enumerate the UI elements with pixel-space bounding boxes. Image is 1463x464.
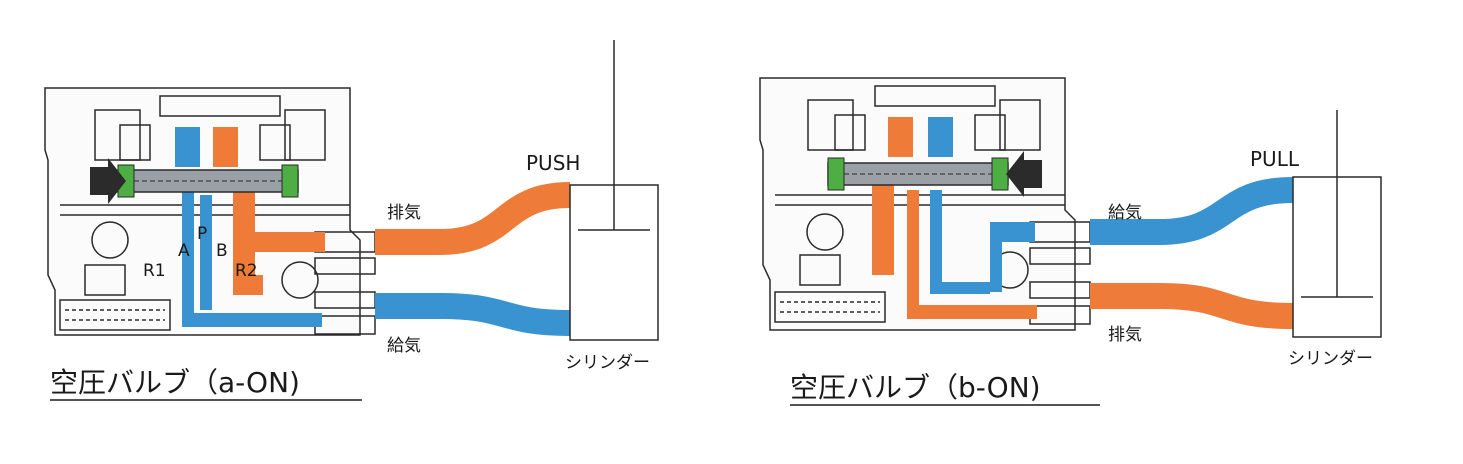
right-valve-body	[759, 77, 1091, 331]
right-exhaust-tube	[1090, 283, 1294, 329]
right-supply-channel	[928, 117, 1035, 294]
left-supply-tube	[375, 293, 571, 336]
left-push-tube	[375, 182, 571, 255]
right-spool	[827, 157, 1009, 191]
left-port-r1: R1	[143, 261, 166, 281]
left-exhaust-label: 排気	[387, 203, 421, 223]
right-supply-label: 給気	[1108, 203, 1142, 223]
right-exhaust-channel	[872, 117, 1037, 319]
right-title: 空圧バルブ（b-ON)	[790, 371, 1041, 404]
right-actuation-arrow-icon	[1006, 151, 1042, 197]
left-diagram: R1 A P B R2 PUSH 排気 給気 シリンダー 空圧バルブ（a-ON)	[44, 40, 659, 401]
left-title: 空圧バルブ（a-ON)	[50, 366, 300, 399]
left-spool	[117, 164, 299, 198]
right-cylinder-label: シリンダー	[1288, 349, 1373, 369]
left-port-b: B	[216, 241, 228, 261]
right-diagram: PULL 給気 排気 シリンダー 空圧バルブ（b-ON)	[759, 77, 1382, 406]
left-port-r2: R2	[235, 261, 258, 281]
left-cylinder-label: シリンダー	[565, 353, 650, 373]
left-supply-channel	[175, 127, 322, 327]
left-action-label: PUSH	[526, 151, 580, 175]
right-action-label: PULL	[1250, 147, 1300, 171]
right-exhaust-label: 排気	[1108, 325, 1142, 345]
left-port-p: P	[197, 224, 207, 244]
left-supply-label: 給気	[387, 336, 421, 356]
right-pull-tube	[1090, 177, 1294, 245]
left-actuation-arrow-icon	[90, 158, 126, 204]
left-exhaust-channel	[213, 127, 325, 295]
left-port-a: A	[178, 241, 190, 261]
